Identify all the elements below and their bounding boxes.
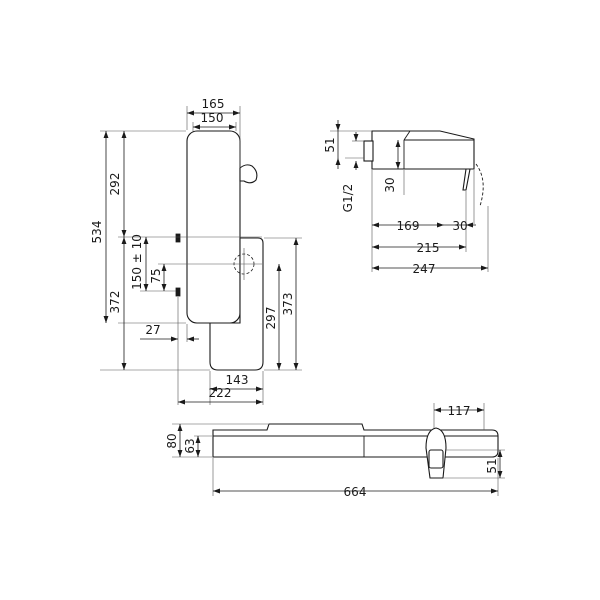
dim-143: 143 xyxy=(226,373,249,387)
dim-534: 534 xyxy=(90,221,104,244)
side-view: 51 G1/2 30 169 30 215 247 xyxy=(323,120,489,276)
dim-150-tol: 150 ± 10 xyxy=(130,234,144,290)
top-view: 117 80 63 51 664 xyxy=(165,403,505,499)
dim-373: 373 xyxy=(281,293,295,316)
dim-75: 75 xyxy=(149,268,163,283)
dim-top-51: 51 xyxy=(485,458,499,473)
dim-80: 80 xyxy=(165,433,179,448)
connection-pin-bottom xyxy=(175,287,181,297)
shelf-body xyxy=(186,130,241,324)
side-lever xyxy=(462,168,471,191)
lower-panel xyxy=(209,237,264,371)
dim-thread: G1/2 xyxy=(341,184,355,213)
dim-372: 372 xyxy=(108,291,122,314)
dim-side-30-angle: 30 xyxy=(452,219,467,233)
dim-27: 27 xyxy=(145,323,160,337)
dim-247: 247 xyxy=(413,262,436,276)
dim-side-51: 51 xyxy=(323,137,337,152)
top-body xyxy=(212,423,499,458)
dim-169: 169 xyxy=(397,219,420,233)
inlet-nut xyxy=(363,140,374,162)
dim-297: 297 xyxy=(264,307,278,330)
dim-63: 63 xyxy=(183,438,197,453)
dim-215: 215 xyxy=(417,241,440,255)
front-view: 165 150 27 143 222 534 292 372 150 ± 10 … xyxy=(90,97,302,405)
dim-150: 150 xyxy=(201,111,224,125)
side-body xyxy=(371,130,475,170)
dim-side-30-vertical: 30 xyxy=(383,177,397,192)
dim-292: 292 xyxy=(108,173,122,196)
dim-117: 117 xyxy=(448,404,471,418)
dim-222: 222 xyxy=(209,386,232,400)
dim-664: 664 xyxy=(344,485,367,499)
dim-165: 165 xyxy=(202,97,225,111)
connection-pin-top xyxy=(175,233,181,243)
mixer-knob xyxy=(239,164,258,184)
